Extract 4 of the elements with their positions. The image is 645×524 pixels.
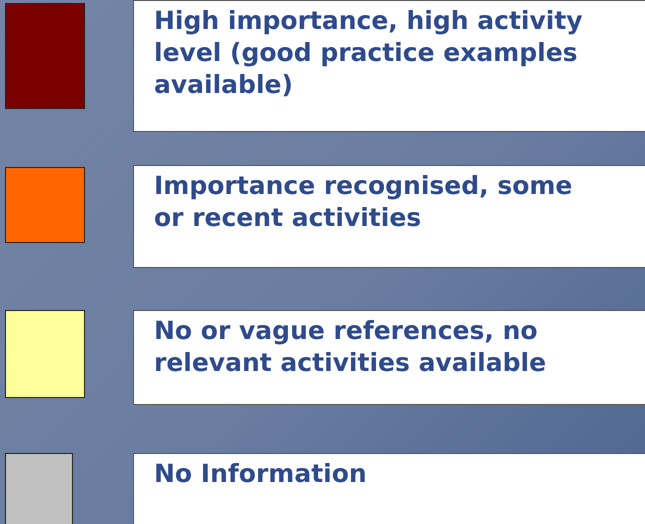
legend-label: High importance, high activity level (good practice examples available) [154, 5, 584, 101]
legend-label: Importance recognised, some or recent activities [154, 170, 574, 234]
legend-label: No or vague references, no relevant activities available [154, 315, 548, 379]
legend-label: No Information [154, 458, 367, 490]
